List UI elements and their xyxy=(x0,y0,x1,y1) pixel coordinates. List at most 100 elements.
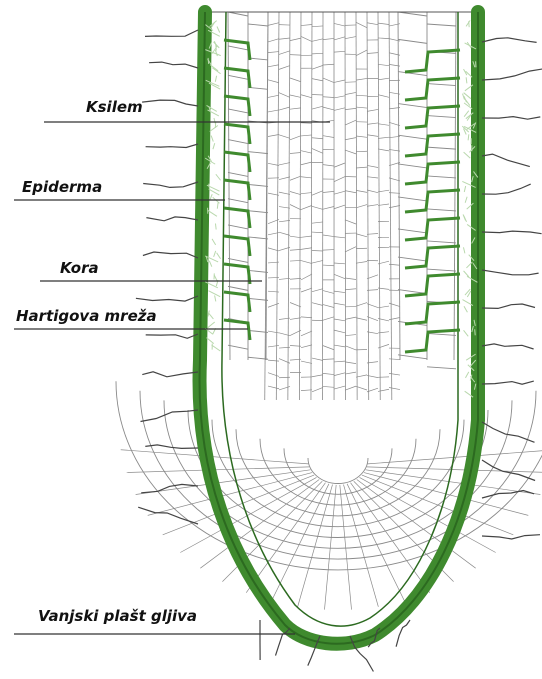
stele-cell-wall xyxy=(268,52,279,53)
hypha xyxy=(149,62,198,68)
cortex-label: Kora xyxy=(60,259,99,277)
stele-cell-wall xyxy=(312,26,323,27)
stele-cell-wall xyxy=(323,78,334,82)
cortex-cell-wall xyxy=(427,333,456,335)
stele-cell-wall xyxy=(389,178,400,181)
stele-cell-wall xyxy=(356,234,367,237)
mantle-texture xyxy=(215,76,216,82)
stele-cell-wall xyxy=(268,345,279,347)
cortex-cell-wall xyxy=(427,367,456,369)
stele-cell-wall xyxy=(290,205,301,210)
stele-cell-wall xyxy=(268,65,279,67)
hypha xyxy=(482,344,534,349)
stele-cell-wall xyxy=(378,38,389,39)
stele-cell-wall xyxy=(268,163,279,165)
mantle-texture xyxy=(212,68,220,74)
hartig-net-strand xyxy=(405,302,460,324)
stele-cell-wall xyxy=(268,135,279,137)
stele-cell-wall xyxy=(312,53,323,54)
stele-cell-wall xyxy=(334,303,345,305)
hypha xyxy=(482,69,542,80)
stele-cell-wall xyxy=(290,55,301,56)
stele-cell-wall xyxy=(334,373,345,376)
stele-cell-wall xyxy=(323,291,334,294)
stele-cell-wall xyxy=(356,107,367,108)
mantle-texture xyxy=(464,186,465,192)
stele-cell-wall xyxy=(356,375,367,377)
stele-cell-wall xyxy=(356,12,357,400)
hartig-net-strand xyxy=(405,78,460,100)
hartig-net-hyphae xyxy=(224,40,460,352)
stele-cell-wall xyxy=(323,305,334,308)
stele-cell-wall xyxy=(323,317,334,320)
stele-cell-wall xyxy=(367,109,378,111)
stele-cell-wall xyxy=(334,291,345,292)
hypha xyxy=(145,445,198,449)
stele-cell-wall xyxy=(378,64,389,65)
mantle-texture xyxy=(208,310,209,316)
root-cap-cell-wall xyxy=(148,473,312,516)
mantle-texture xyxy=(465,197,467,203)
stele-cell-wall xyxy=(345,372,356,374)
stele-cell-wall xyxy=(378,78,389,80)
stele-cell-wall xyxy=(323,346,334,350)
stele-cell-wall xyxy=(268,110,279,112)
cortex-cell-wall xyxy=(398,39,427,43)
stele-cell-wall xyxy=(334,205,345,209)
stele-cell-wall xyxy=(345,120,356,125)
mantle-texture xyxy=(464,306,467,312)
stele-cell-wall xyxy=(345,220,356,224)
cortex-cell-wall xyxy=(427,84,456,86)
stele-cell-wall xyxy=(356,167,367,168)
stele-cell-wall xyxy=(301,345,312,348)
stele-cell-wall xyxy=(334,345,345,347)
stele-cell-wall xyxy=(345,317,356,319)
epidermis-label: Epiderma xyxy=(22,178,102,196)
cortex-cell-wall xyxy=(398,257,427,261)
stele-cell-wall xyxy=(279,38,290,39)
stele-cell-wall xyxy=(367,177,378,178)
cortex-cell-wall xyxy=(398,12,400,360)
hypha xyxy=(141,484,198,492)
stele-cell-wall xyxy=(356,318,367,320)
stele-cell-wall xyxy=(290,236,301,238)
stele-cell-wall xyxy=(312,387,323,391)
stele-cell-wall xyxy=(345,92,356,94)
stele-cell-wall xyxy=(312,39,323,41)
stele-cell-wall xyxy=(356,22,367,27)
stele-cell-wall xyxy=(334,37,345,40)
stele-cell-wall xyxy=(279,386,290,390)
stele-cell-wall xyxy=(334,191,345,194)
stele-cell-wall xyxy=(301,317,312,318)
root-cap-cell-wall xyxy=(362,475,513,535)
stele-cell-wall xyxy=(378,137,389,138)
stele-cell-wall xyxy=(268,360,279,361)
stele-cell-wall xyxy=(290,136,301,140)
stele-cell-wall xyxy=(356,78,367,80)
root-cap-cell-wall xyxy=(367,467,542,473)
stele-cell-wall xyxy=(356,303,367,307)
cortex-cell-wall xyxy=(228,345,248,349)
stele-cell-wall xyxy=(323,250,334,251)
stele-cell-wall xyxy=(290,108,301,109)
stele-cell-wall xyxy=(279,107,290,110)
cortex-cell-wall xyxy=(228,199,248,203)
stele-cell-wall xyxy=(323,136,334,138)
cortex-cell-wall xyxy=(228,46,248,50)
cortex-cell-wall xyxy=(248,270,268,272)
mantle-texture xyxy=(468,134,469,140)
stele-cell-wall xyxy=(290,302,301,306)
mantle-texture xyxy=(465,372,468,378)
stele-cell-wall xyxy=(356,95,367,96)
stele-cell-wall xyxy=(334,263,345,264)
stele-cell-wall xyxy=(389,388,400,390)
stele-cell-wall xyxy=(345,247,356,252)
hypha xyxy=(145,30,198,36)
stele-cell-wall xyxy=(323,373,334,374)
root-cap-cell-row xyxy=(260,439,416,505)
cortex-cell-wall xyxy=(427,269,456,271)
mantle-texture xyxy=(214,251,216,257)
stele-cell-wall xyxy=(367,135,378,137)
mantle-texture xyxy=(475,329,476,335)
stele-cell-wall xyxy=(378,12,380,400)
